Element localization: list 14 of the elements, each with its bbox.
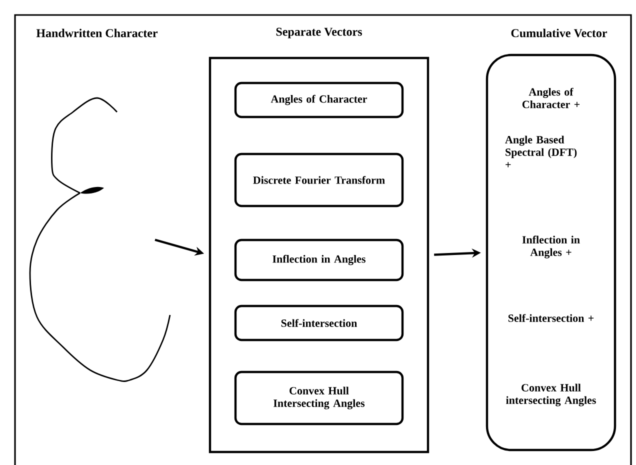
vector-box: Angles of Character <box>234 82 404 118</box>
vector-item: Inflection in Angles + <box>522 236 580 258</box>
vector-item: Self-intersection + <box>508 314 594 322</box>
vector-item: Angle Based Spectral (DFT) + <box>505 136 577 168</box>
vector-box: Inflection in Angles <box>234 238 404 282</box>
vector-box: Convex Hull Intersecting Angles <box>234 370 404 426</box>
vector-box: Discrete Fourier Transform <box>234 152 404 208</box>
handwritten-character-drawing <box>29 97 171 382</box>
vector-item: Angles of Character + <box>522 88 580 108</box>
column-heading: Handwritten Character <box>36 28 158 38</box>
vector-item: Convex Hull intersecting Angles <box>506 384 596 406</box>
column-heading: Separate Vectors <box>276 28 362 38</box>
vector-box: Self-intersection <box>234 304 404 342</box>
column-heading: Cumulative Vector <box>511 28 608 38</box>
